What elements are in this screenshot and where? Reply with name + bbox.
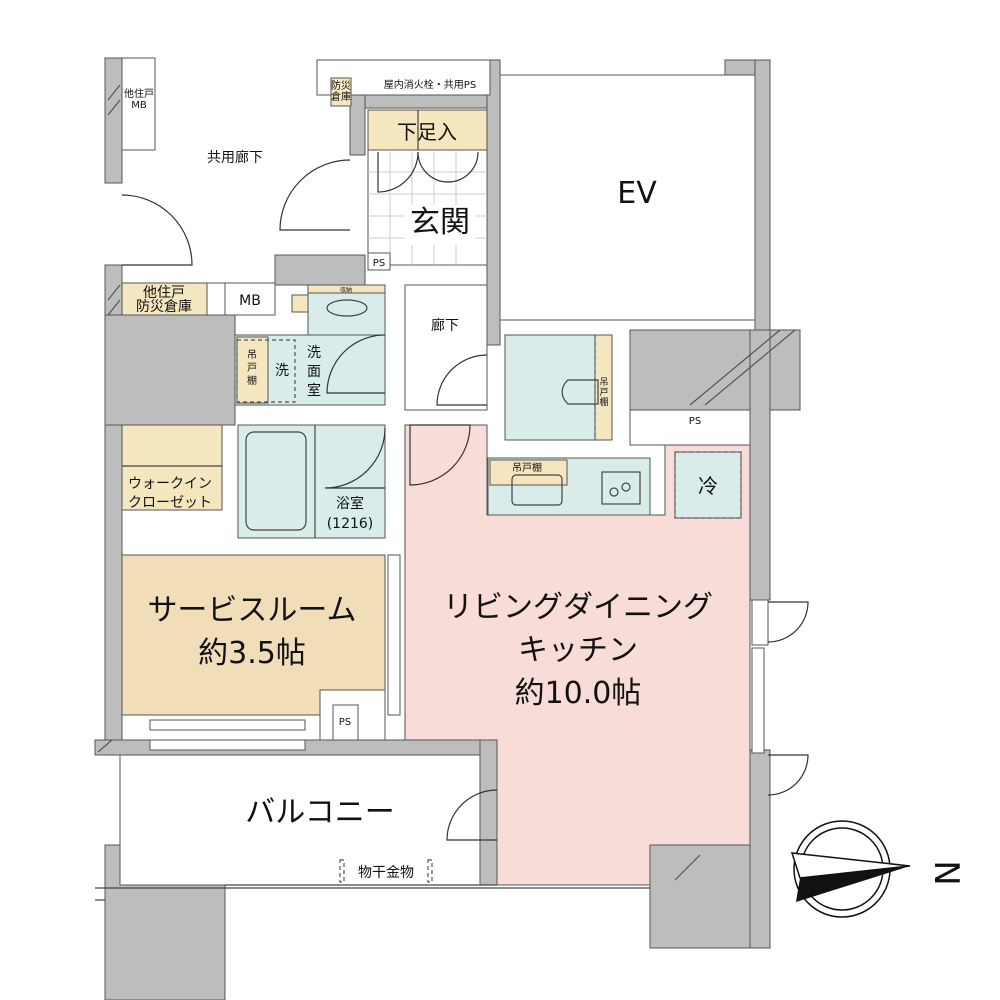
svg-text:戸: 戸 [247,362,257,374]
balcony-label: バルコニー [245,795,394,830]
stove-icon [601,471,641,505]
sink-icon [326,299,368,317]
svg-text:戸: 戸 [599,387,608,398]
corridor-door [121,194,193,266]
bathroom-label: 浴室 [336,495,364,512]
shoe-storage [367,109,488,151]
ldk [404,424,751,886]
entrance-label: 玄関 [410,205,470,240]
fridge-label: 冷 [698,474,718,498]
other-mb-label-1: 他住戸 [124,87,154,100]
wall-hatching [97,84,796,881]
toilet [504,334,613,441]
walls [94,57,801,1000]
shoe-storage-label: 下足入 [397,120,457,144]
svg-text:吊: 吊 [599,377,608,388]
washroom-door [326,334,386,394]
svg-text:棚: 棚 [247,374,257,387]
service-room-size: 約3.5帖 [198,636,306,671]
other-disaster-storage-label-2: 防災倉庫 [136,298,192,315]
walk-in-closet [121,424,223,511]
drying-hardware-label: 物干金物 [358,865,414,881]
balcony [119,754,481,886]
hydrant-ps-label: 屋内消火栓・共用PS [384,78,476,91]
elevator-label: EV [617,176,657,211]
washer-label: 洗 [275,363,289,379]
ldk-size: 約10.0帖 [515,676,642,711]
washroom-hanging-cabinet [236,336,269,404]
other-unit-mb [121,57,156,151]
svg-text:室: 室 [307,382,321,399]
service-room-label: サービスルーム [147,593,356,628]
svg-text:面: 面 [307,364,321,380]
svg-text:クローゼット: クローゼット [128,495,212,511]
ldk-label-1: リビングダイニング [443,590,713,625]
svg-text:吊: 吊 [247,349,257,361]
bathtub-icon [245,431,307,531]
storage-small-label: 収納 [340,286,352,294]
sliding-window [149,719,306,751]
ldk-label-2: キッチン [518,633,638,668]
disaster-storage-label-2: 倉庫 [331,90,351,103]
elevator [499,74,756,321]
svg-text:棚: 棚 [599,396,608,408]
ps-label-kitchen: PS [689,416,701,427]
hallway [404,284,488,411]
hallway-label: 廊下 [431,317,459,334]
disaster-storage-label-1: 防災 [331,79,351,92]
common-corridor-label: 共用廊下 [207,149,263,166]
ps-label-entrance: PS [373,258,385,269]
entrance-door [279,159,351,231]
other-mb-label-2: MB [131,100,147,111]
service-room [121,554,386,716]
disaster-storage [330,77,352,107]
north-label: N [926,860,966,885]
mb-label: MB [239,293,261,309]
svg-text:ウォークイン: ウォークイン [128,476,212,492]
mb-box [224,282,276,316]
other-disaster-storage [121,282,208,316]
kitchen-hanging-cabinet-label: 吊戸棚 [512,461,542,474]
bathroom [237,424,386,539]
bath-size-label: (1216) [327,516,374,532]
toilet-icon [561,379,599,405]
other-disaster-storage-label-1: 他住戸 [143,285,185,301]
kitchen-sink-icon [511,474,563,506]
ps-label-service: PS [339,717,351,728]
svg-text:洗: 洗 [307,345,321,361]
fridge [674,451,742,519]
ps-box-entrance [367,252,391,271]
north-arrow-icon [790,820,911,918]
